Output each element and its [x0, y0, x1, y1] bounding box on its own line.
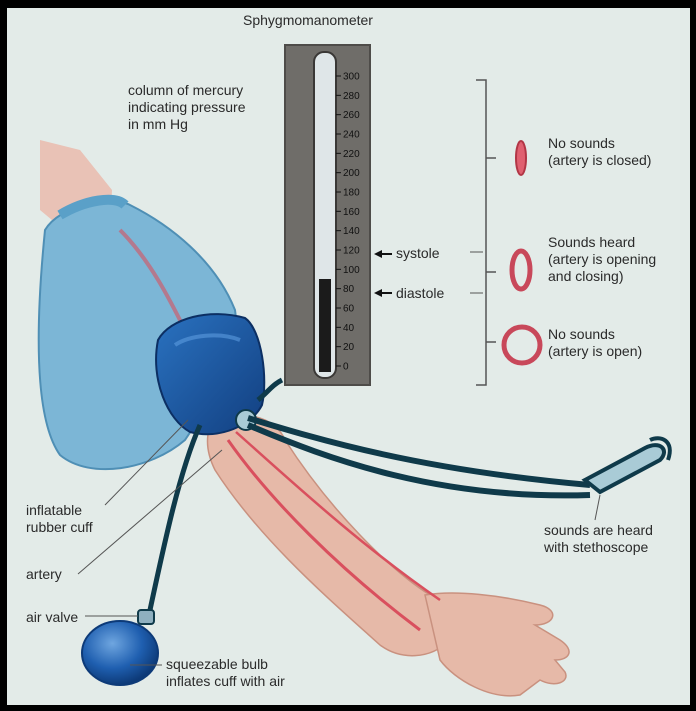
scale-tick-label: 120 — [343, 246, 360, 257]
scale-tick-label: 40 — [343, 323, 355, 334]
scale-tick-label: 220 — [343, 149, 360, 160]
scale-tick-label: 160 — [343, 207, 360, 218]
mercury-column — [319, 279, 331, 372]
state-open-label: No sounds (artery is open) — [548, 326, 642, 360]
scale-tick-label: 100 — [343, 265, 360, 276]
scale-tick-label: 200 — [343, 168, 360, 179]
air-valve — [138, 610, 154, 624]
artery-closed-icon — [516, 141, 526, 175]
cuff-label: inflatable rubber cuff — [26, 502, 93, 536]
systole-label: systole — [396, 245, 440, 262]
state-closed-label: No sounds (artery is closed) — [548, 135, 651, 169]
mercury-column-label: column of mercury indicating pressure in… — [128, 82, 246, 133]
scale-tick-label: 180 — [343, 188, 360, 199]
scale-tick-label: 60 — [343, 304, 355, 315]
bulb-label: squeezable bulb inflates cuff with air — [166, 656, 285, 690]
scale-tick-label: 80 — [343, 284, 355, 295]
air-valve-label: air valve — [26, 609, 78, 626]
diagram-title: Sphygmomanometer — [243, 12, 373, 29]
scale-tick-label: 260 — [343, 110, 360, 121]
scale-tick-label: 300 — [343, 72, 360, 83]
scale-tick-label: 0 — [343, 362, 349, 373]
scale-tick-label: 140 — [343, 226, 360, 237]
scale-tick-label: 20 — [343, 342, 355, 353]
state-opening-label: Sounds heard (artery is opening and clos… — [548, 234, 656, 285]
scale-tick-label: 280 — [343, 91, 360, 102]
scale-tick-label: 240 — [343, 130, 360, 141]
squeezable-bulb — [82, 621, 158, 685]
diastole-label: diastole — [396, 285, 444, 302]
artery-label: artery — [26, 566, 62, 583]
stethoscope-label: sounds are heard with stethoscope — [544, 522, 653, 556]
